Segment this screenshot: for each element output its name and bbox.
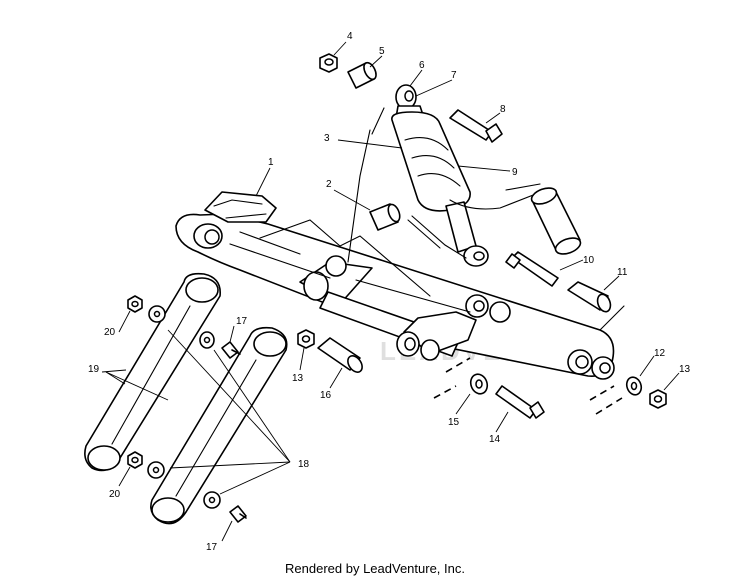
callout-20-lower: 20: [109, 489, 121, 500]
callout-6: 6: [419, 60, 425, 71]
callout-18: 18: [298, 459, 310, 470]
part-2-bushing: [369, 203, 401, 231]
part-17-screw-lower: [229, 505, 247, 523]
part-8-bolt: [449, 109, 503, 143]
callout-13-left: 13: [292, 373, 304, 384]
callouts: 4 5 6 7 8 3 9 1 2 10 11 12 13 13 14 15 1…: [88, 31, 691, 553]
callout-12: 12: [654, 348, 666, 359]
callout-7: 7: [451, 70, 457, 81]
callout-10: 10: [583, 255, 595, 266]
callout-20-upper: 20: [104, 327, 116, 338]
callout-13-right: 13: [679, 364, 691, 375]
callout-16: 16: [320, 390, 332, 401]
assembly-lines: [347, 107, 625, 415]
part-4-nut: [319, 53, 338, 73]
part-17-screw-upper: [221, 341, 241, 359]
part-19-link-left: [84, 272, 221, 472]
callout-2: 2: [326, 179, 332, 190]
part-1-swing-arm: [175, 191, 615, 380]
part-9-reservoir: [407, 183, 582, 259]
part-14-bolt: [495, 385, 545, 419]
part-13-nut-right: [649, 389, 667, 409]
part-20-nut-upper: [127, 295, 143, 313]
callout-9: 9: [512, 167, 518, 178]
callout-3: 3: [324, 133, 330, 144]
callout-14: 14: [489, 434, 501, 445]
part-16-bushing: [317, 337, 363, 373]
callout-8: 8: [500, 104, 506, 115]
part-18-washers: [147, 305, 221, 509]
callout-15: 15: [448, 417, 460, 428]
part-10-bolt: [505, 251, 559, 287]
callout-17-upper: 17: [236, 316, 248, 327]
callout-11: 11: [617, 267, 628, 278]
callout-4: 4: [347, 31, 353, 42]
footer-credit: Rendered by LeadVenture, Inc.: [285, 561, 465, 576]
part-5-bushing: [347, 61, 377, 89]
part-3-shock-absorber: [391, 84, 489, 267]
part-13-nut-left: [297, 329, 315, 349]
part-20-nut-lower: [127, 451, 143, 469]
leader-lines: [101, 41, 680, 542]
part-11-bushing: [567, 281, 612, 313]
callout-1: 1: [268, 157, 274, 168]
part-15-washer: [469, 373, 489, 395]
callout-17-lower: 17: [206, 542, 218, 553]
part-19-link-right: [150, 326, 288, 525]
part-12-washer: [625, 376, 643, 396]
callout-5: 5: [379, 46, 385, 57]
callout-19: 19: [88, 364, 100, 375]
